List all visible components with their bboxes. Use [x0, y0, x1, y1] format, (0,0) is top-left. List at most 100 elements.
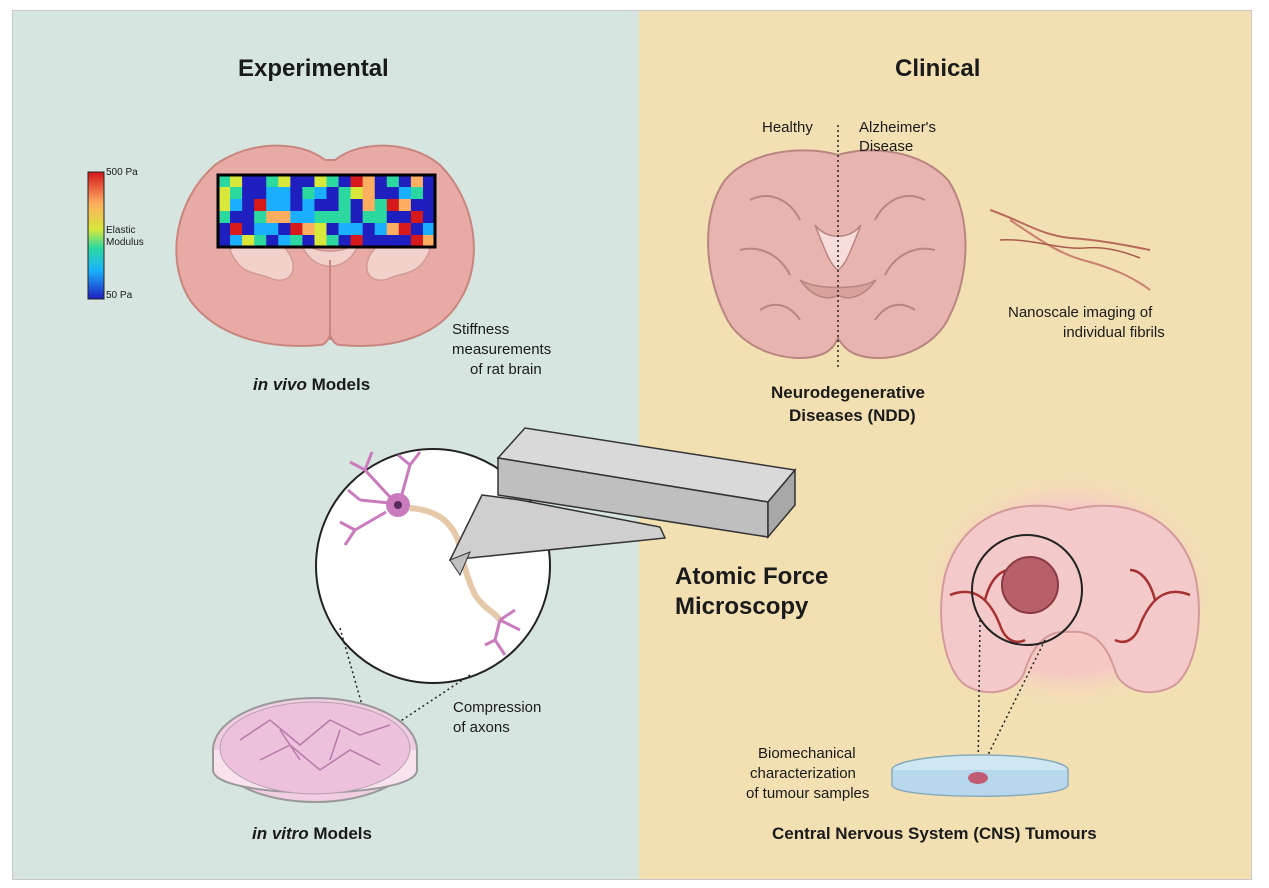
heatmap-tile [278, 199, 291, 212]
heatmap-tile [290, 235, 303, 248]
heatmap-tile [326, 199, 339, 212]
heatmap-tile [314, 211, 327, 224]
heatmap-tile [326, 187, 339, 200]
heatmap-tile [338, 235, 351, 248]
heatmap-tile [278, 223, 291, 236]
cns-brain-outline [940, 504, 1200, 694]
stiffness-caption-line1: Stiffness [452, 321, 510, 338]
alzheimers-label-line1: Alzheimer's [859, 119, 937, 136]
heatmap-tile [302, 223, 315, 236]
heatmap-tile [230, 223, 243, 236]
heatmap-tile [398, 199, 412, 212]
heatmap-tile [302, 187, 315, 200]
heatmap-tile [326, 235, 339, 248]
heatmap-tile [314, 187, 327, 200]
heatmap-tile [218, 175, 231, 188]
heatmap-tile [338, 187, 351, 200]
petri-dish-in-vitro [212, 697, 418, 803]
heatmap-tile [218, 199, 231, 212]
heatmap-tile [398, 211, 412, 224]
ndd-label-line2: Diseases (NDD) [789, 406, 916, 425]
blood-vessels [949, 568, 1191, 644]
heatmap-tile [242, 223, 255, 236]
heatmap-tile [362, 175, 376, 188]
heatmap-tile [254, 235, 267, 248]
heatmap-tile [290, 175, 303, 188]
heatmap-tile [386, 187, 400, 200]
heatmap-tile [410, 223, 424, 236]
heatmap-tile [350, 211, 363, 224]
heatmap-tile [362, 211, 376, 224]
afm-label-line1: Atomic Force [675, 563, 829, 590]
heatmap-tile [338, 211, 351, 224]
heatmap-tile [230, 187, 243, 200]
heatmap-tile [302, 235, 315, 248]
heatmap-tile [374, 187, 388, 200]
heatmap-tile [422, 199, 436, 212]
heatmap-tile [230, 175, 243, 188]
heatmap-tile [266, 235, 279, 248]
clinical-panel [639, 10, 1252, 880]
heatmap-tile [230, 199, 243, 212]
heatmap-tile [314, 199, 327, 212]
fibril-caption-line1: Nanoscale imaging of [1008, 304, 1153, 321]
heatmap-tile [386, 211, 400, 224]
alzheimers-label-line2: Disease [859, 138, 914, 155]
heatmap-tile [350, 175, 363, 188]
heatmap-tile [338, 199, 351, 212]
tumour [1001, 556, 1059, 614]
heatmap-tile [422, 211, 436, 224]
heatmap-tile [326, 175, 339, 188]
heatmap-tile [386, 199, 400, 212]
heatmap-frame [216, 173, 437, 249]
stiffness-heatmap [218, 175, 436, 248]
heatmap-tile [314, 235, 327, 248]
heatmap-tile [386, 223, 400, 236]
heatmap-tile [386, 235, 400, 248]
heatmap-tile [326, 211, 339, 224]
heatmap-tile [338, 223, 351, 236]
heatmap-tile [218, 235, 231, 248]
heatmap-tile [410, 199, 424, 212]
heatmap-tile [290, 187, 303, 200]
heatmap-tile [290, 211, 303, 224]
heatmap-tile [242, 235, 255, 248]
heatmap-tile [410, 187, 424, 200]
heatmap-tile [242, 175, 255, 188]
heatmap-tile [218, 187, 231, 200]
heatmap-tile [218, 211, 231, 224]
heatmap-tile [398, 223, 412, 236]
heatmap-tile [398, 235, 412, 248]
heatmap-tile [266, 199, 279, 212]
neuron [339, 451, 521, 656]
heatmap-tile [302, 175, 315, 188]
heatmap-tile [230, 211, 243, 224]
heatmap-tile [302, 199, 315, 212]
petri-dish-tumour [891, 754, 1069, 797]
afm-cantilever [448, 427, 797, 577]
coronal-brain [707, 149, 967, 360]
heatmap-tile [374, 211, 388, 224]
heatmap-tile [266, 211, 279, 224]
heatmap-tile [278, 187, 291, 200]
heatmap-tile [314, 223, 327, 236]
heatmap-tile [290, 199, 303, 212]
colorbar-max-label: 500 Pa [106, 167, 138, 178]
heatmap-tile [422, 187, 436, 200]
heatmap-tile [350, 187, 363, 200]
heatmap-tile [350, 235, 363, 248]
colorbar-mid-label-line2: Modulus [106, 237, 144, 248]
heatmap-tile [290, 223, 303, 236]
heatmap-tile [326, 223, 339, 236]
heatmap-tile [410, 211, 424, 224]
clinical-title: Clinical [895, 55, 981, 82]
heatmap-tile [374, 235, 388, 248]
heatmap-tile [242, 211, 255, 224]
heatmap-tile [242, 187, 255, 200]
tumour-caption-line3: of tumour samples [746, 785, 870, 802]
stiffness-caption-line3: of rat brain [470, 361, 542, 378]
